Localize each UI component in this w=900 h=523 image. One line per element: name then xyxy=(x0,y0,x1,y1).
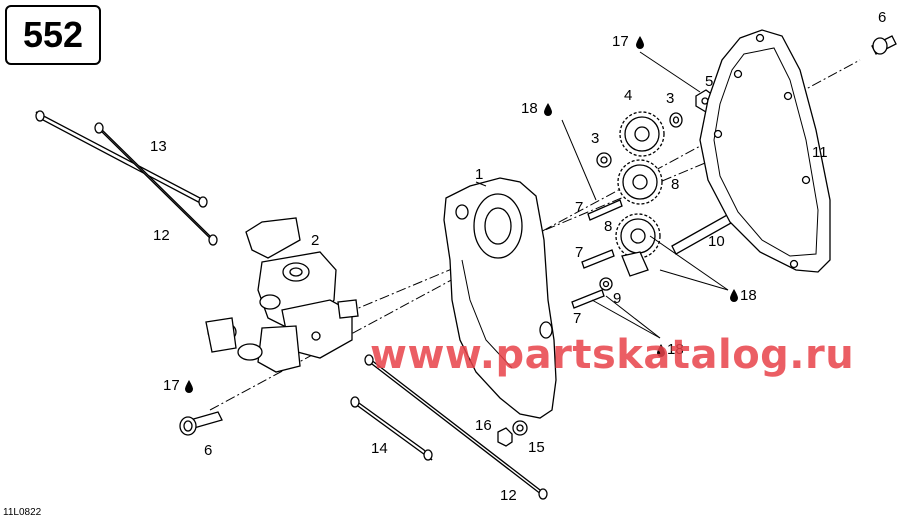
watermark: www.partskatalog.ru xyxy=(370,332,855,378)
washer-3-middle xyxy=(596,152,612,168)
illustration-reference-code: 11L0822 xyxy=(3,507,42,518)
cover-gasket-11 xyxy=(699,29,831,273)
callout-4: 4 xyxy=(624,87,632,104)
tube-12-lower xyxy=(364,354,548,500)
tube-13 xyxy=(35,110,208,208)
oil-drop-icon xyxy=(185,380,193,393)
callout-10: 10 xyxy=(708,233,725,250)
oil-drop-icon xyxy=(636,36,644,49)
pump-housing xyxy=(443,177,557,419)
callout-18-lower: 18 xyxy=(667,341,684,358)
callout-11: 11 xyxy=(812,144,828,161)
callout-17-upper: 17 xyxy=(612,33,629,50)
oil-pump xyxy=(205,217,359,373)
callout-7-middle: 7 xyxy=(575,244,583,261)
page-number: 552 xyxy=(22,14,84,55)
callout-18-right: 18 xyxy=(740,287,757,304)
callout-12-upper: 12 xyxy=(153,227,170,244)
gear-8-lower xyxy=(615,213,661,277)
callout-1: 1 xyxy=(475,166,483,183)
callout-6-lower: 6 xyxy=(204,442,212,459)
callout-3-upper: 3 xyxy=(666,90,674,107)
callout-18-upper: 18 xyxy=(521,100,538,117)
pin-7-top xyxy=(587,199,623,221)
bolt-6-upper xyxy=(871,35,897,55)
callout-13: 13 xyxy=(150,138,167,155)
tube-14 xyxy=(350,396,433,461)
callout-17-lower: 17 xyxy=(163,377,180,394)
gear-4 xyxy=(619,111,665,157)
pin-7-lower xyxy=(571,289,605,309)
assembly-axis-middle xyxy=(329,139,761,321)
callout-7-top: 7 xyxy=(575,199,583,216)
leader-lines xyxy=(475,51,729,339)
callout-6-upper: 6 xyxy=(878,9,886,26)
callout-5: 5 xyxy=(705,73,713,90)
callout-3-middle: 3 xyxy=(591,130,599,147)
bolt-6-lower xyxy=(179,411,223,436)
washer-9 xyxy=(599,277,613,291)
callout-8-upper: 8 xyxy=(671,176,679,193)
callout-8-lower: 8 xyxy=(604,218,612,235)
oil-drop-icon xyxy=(730,289,738,302)
tube-12-upper xyxy=(94,122,218,246)
callout-16: 16 xyxy=(475,417,492,434)
pin-7-middle xyxy=(581,249,615,269)
callout-2: 2 xyxy=(311,232,319,249)
nut-16 xyxy=(497,427,513,447)
callout-9: 9 xyxy=(613,290,621,307)
callout-7-lower: 7 xyxy=(573,310,581,327)
oil-drop-icon xyxy=(544,103,552,116)
washer-3-top xyxy=(669,112,683,128)
washer-15 xyxy=(512,420,528,436)
callout-12-lower: 12 xyxy=(500,487,517,504)
callout-14: 14 xyxy=(371,440,388,457)
page-number-box: 552 xyxy=(5,5,101,65)
gear-8-upper xyxy=(617,159,663,205)
callout-15: 15 xyxy=(528,439,545,456)
